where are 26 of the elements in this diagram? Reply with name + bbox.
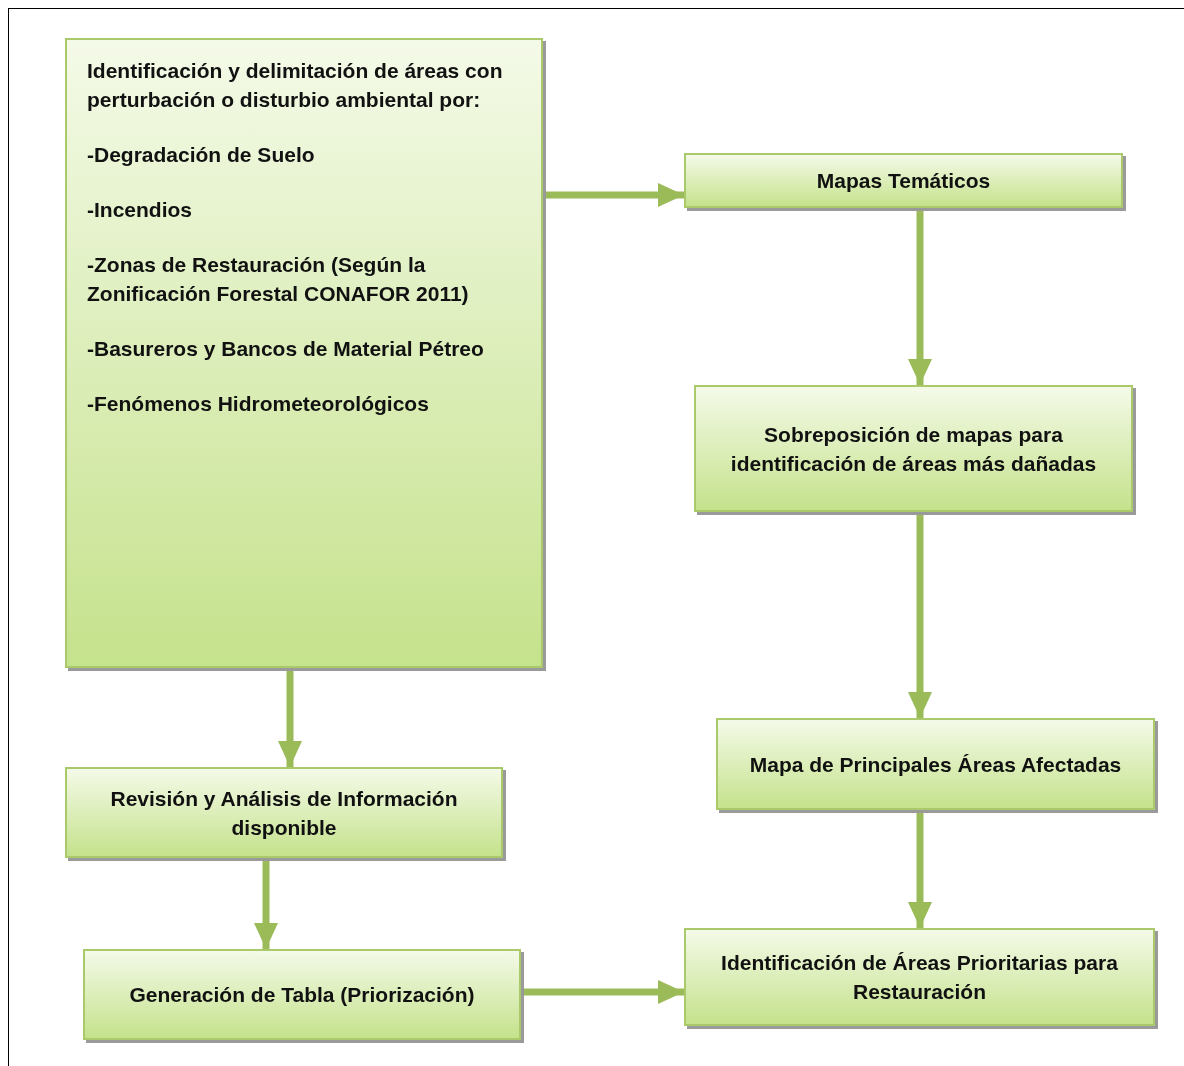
- box-text: Identificación y delimitación de áreas con perturbación o disturbio ambiental por:: [87, 58, 504, 113]
- box-text: -Incendios: [87, 197, 192, 223]
- box-text: Revisión y Análisis de Información disponible: [109, 785, 459, 841]
- process-box: [83, 949, 521, 1040]
- arrow: [543, 183, 684, 207]
- box-text: Generación de Tabla (Priorización): [129, 982, 475, 1008]
- process-box: [684, 153, 1123, 208]
- box-text: Identificación de Áreas Prioritarias para Restauración: [720, 950, 1119, 1005]
- box-text: -Degradación de Suelo: [87, 142, 315, 168]
- arrow: [254, 858, 278, 949]
- arrow: [278, 668, 302, 767]
- box-text: Mapa de Principales Áreas Afectadas: [749, 751, 1122, 778]
- box-text: Mapas Temáticos: [816, 168, 991, 194]
- arrow: [908, 512, 932, 718]
- arrow: [521, 980, 684, 1004]
- process-box: [65, 38, 543, 668]
- arrow: [908, 208, 932, 385]
- process-box: [684, 928, 1155, 1026]
- box-text: -Zonas de Restauración (Según la Zonificación Forestal CONAFOR 2011): [87, 252, 470, 307]
- process-box: [716, 718, 1155, 810]
- process-box: [65, 767, 503, 858]
- box-text: -Basureros y Bancos de Material Pétreo: [87, 336, 484, 362]
- arrow: [908, 810, 932, 928]
- box-text: Sobreposición de mapas para identificación de áreas más dañadas: [729, 421, 1098, 477]
- process-box: [694, 385, 1133, 512]
- box-text: -Fenómenos Hidrometeorológicos: [87, 391, 429, 417]
